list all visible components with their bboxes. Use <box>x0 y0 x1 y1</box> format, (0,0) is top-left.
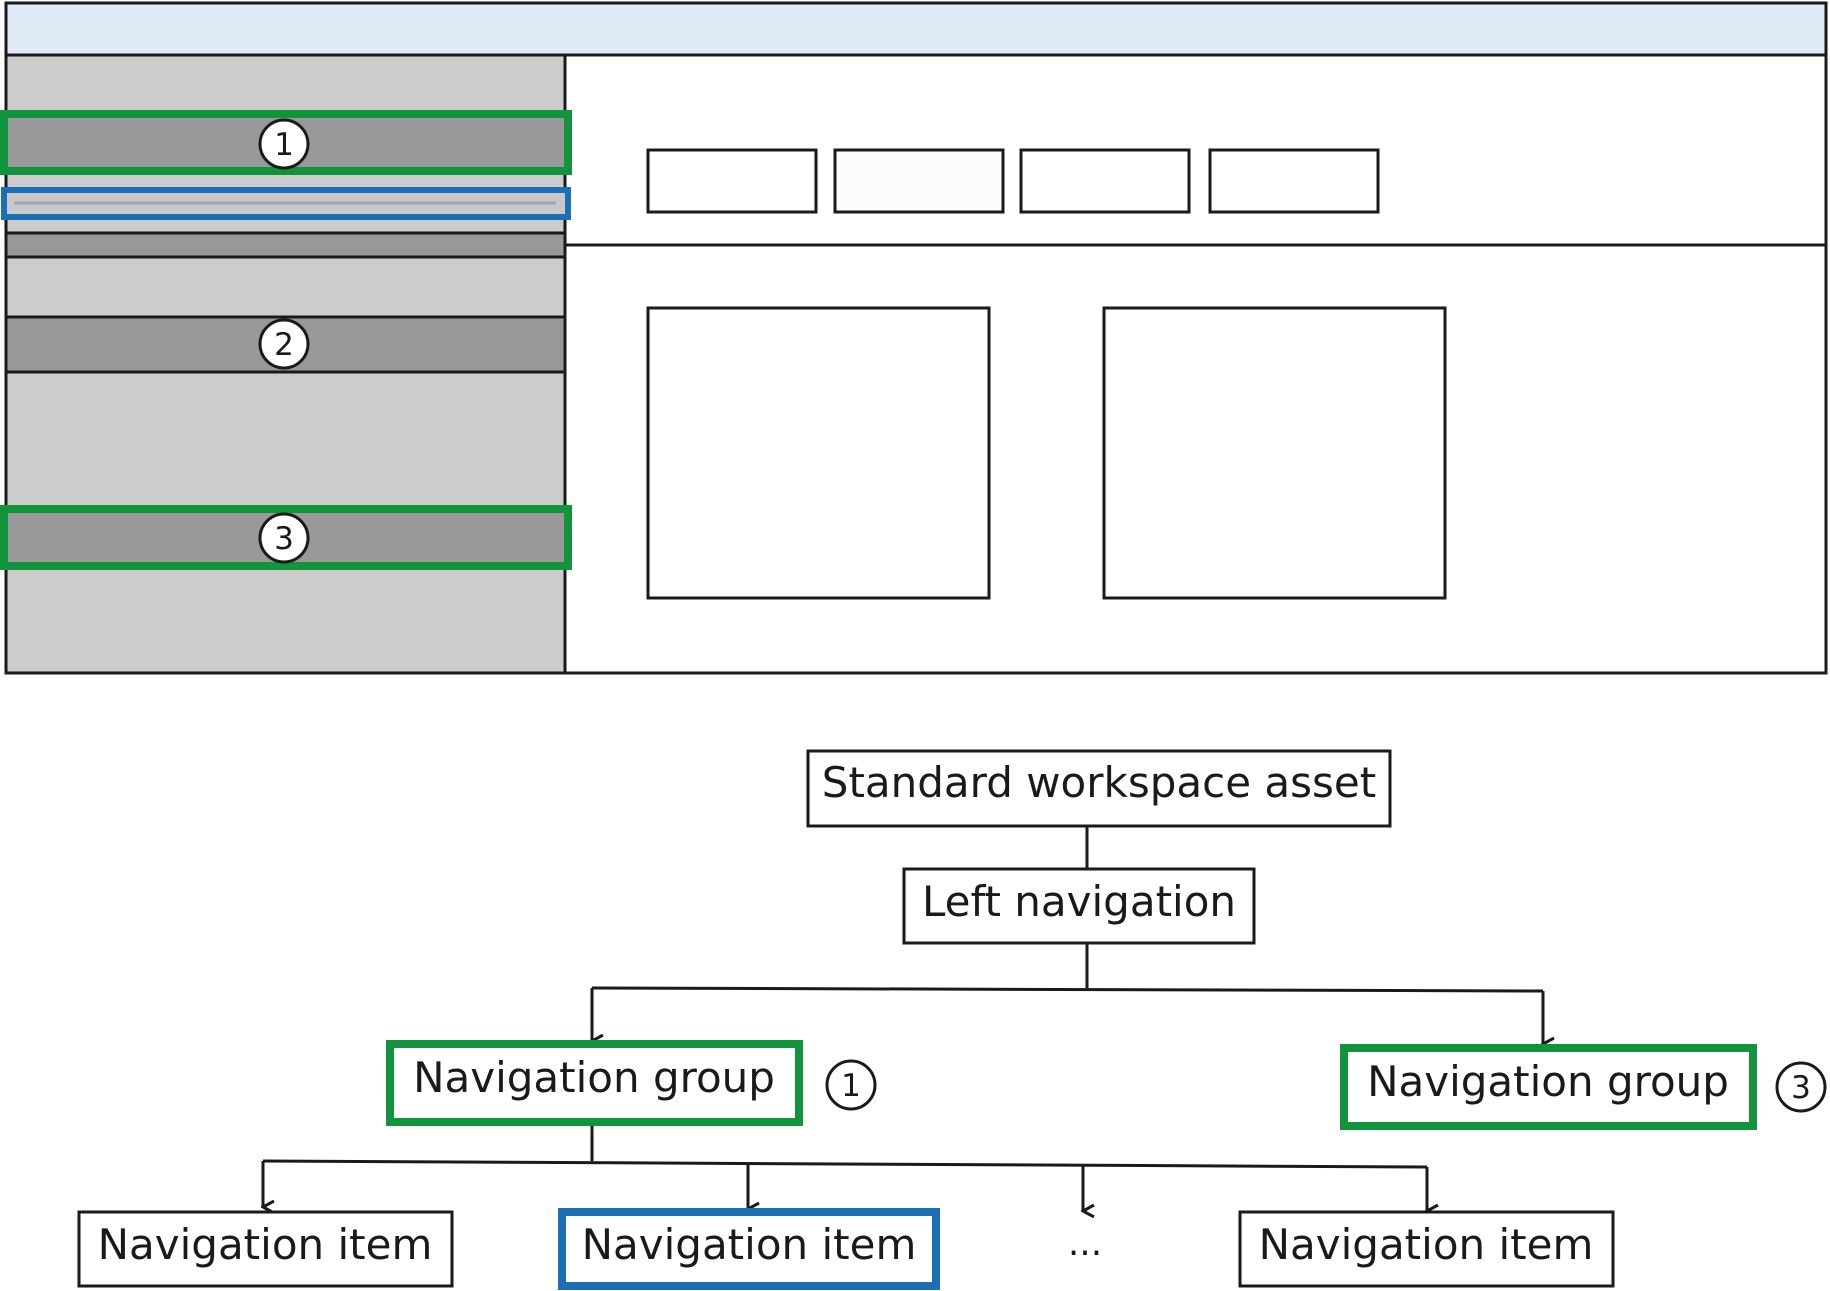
navigation-item-bar-secondary[interactable] <box>4 231 567 259</box>
navigation-item-node <box>77 1210 454 1288</box>
root-node-label: Standard workspace asset <box>822 758 1376 807</box>
workspace-mockup: 1 2 3 <box>0 1 1828 675</box>
content-tile <box>646 306 991 600</box>
tab-placeholder[interactable] <box>646 148 818 214</box>
tab-placeholder[interactable] <box>1019 148 1191 214</box>
navigation-item-node <box>1238 1210 1615 1288</box>
navigation-group-1-label: Navigation group <box>413 1053 775 1102</box>
marker-number: 2 <box>274 327 294 363</box>
mockup-marker-3: 3 <box>258 512 310 564</box>
root-node-box <box>806 749 1392 828</box>
navigation-item-highlight <box>1 187 571 220</box>
tab-placeholder[interactable] <box>1208 148 1380 214</box>
navigation-group-3-node <box>1340 1044 1757 1130</box>
navigation-group-1-highlight <box>0 110 572 175</box>
navigation-item-node-highlighted <box>558 1208 940 1290</box>
tab-placeholder[interactable] <box>833 148 1005 214</box>
title-bar <box>4 1 1828 57</box>
navigation-item-label: Navigation item <box>582 1220 917 1269</box>
marker-number: 1 <box>841 1068 861 1104</box>
marker-number: 3 <box>274 521 294 557</box>
navigation-hierarchy-tree: Standard workspace asset Left navigation… <box>77 749 1827 1290</box>
left-navigation-node-box <box>902 867 1256 945</box>
navigation-group-3-label: Navigation group <box>1367 1057 1729 1106</box>
connector-groups-horizontal <box>591 986 1544 993</box>
marker-circle <box>258 512 310 564</box>
marker-number: 3 <box>1791 1070 1811 1106</box>
marker-number: 1 <box>274 127 294 163</box>
mockup-marker-1: 1 <box>258 118 310 170</box>
marker-circle <box>258 318 310 370</box>
ellipsis-more-items: ... <box>1068 1223 1102 1264</box>
left-navigation-node-label: Left navigation <box>922 877 1236 926</box>
navigation-item-label: Navigation item <box>1259 1220 1594 1269</box>
navigation-item-label: Navigation item <box>98 1220 433 1269</box>
marker-circle <box>258 118 310 170</box>
marker-circle <box>825 1059 877 1111</box>
navigation-group-3-marker: 3 <box>1775 1061 1827 1113</box>
navigation-group-1-node <box>386 1040 803 1126</box>
marker-circle <box>1775 1061 1827 1113</box>
navigation-group-3-highlight <box>0 505 572 570</box>
content-tile <box>1102 306 1447 600</box>
connector-items-horizontal <box>262 1159 1428 1169</box>
navigation-group-1-marker: 1 <box>825 1059 877 1111</box>
mockup-marker-2: 2 <box>258 318 310 370</box>
